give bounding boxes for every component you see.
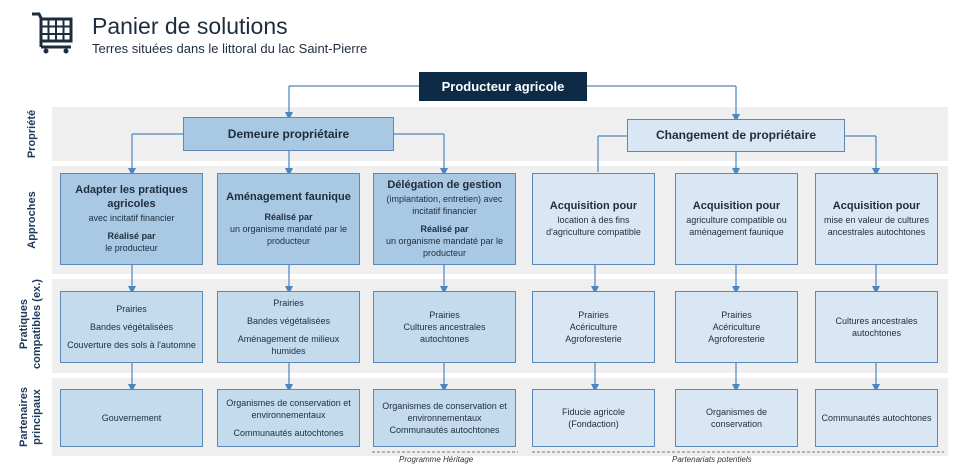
partners-col-3: Organismes de conservation et environnem…	[373, 389, 516, 447]
partners-col-2: Organismes de conservation et environnem…	[217, 389, 360, 447]
footer-partenariats-potentiels: Partenariats potentiels	[672, 455, 752, 464]
approach-amenagement-faunique: Aménagement faunique Réalisé par un orga…	[217, 173, 360, 265]
approach-adapter-pratiques: Adapter les pratiques agricoles avec inc…	[60, 173, 203, 265]
approach-acquisition-location: Acquisition pour location à des fins d'a…	[532, 173, 655, 265]
shopping-cart-icon	[32, 12, 73, 54]
producteur-agricole-node: Producteur agricole	[419, 72, 587, 101]
practices-col-5: Prairies Acériculture Agroforesterie	[675, 291, 798, 363]
partners-col-6: Communautés autochtones	[815, 389, 938, 447]
page-subtitle: Terres situées dans le littoral du lac S…	[92, 41, 368, 56]
practices-col-4: Prairies Acériculture Agroforesterie	[532, 291, 655, 363]
cart-icon-wrap	[30, 10, 78, 54]
practices-col-1: Prairies Bandes végétalisées Couverture …	[60, 291, 203, 363]
partners-col-1: Gouvernement	[60, 389, 203, 447]
practices-col-3: Prairies Cultures ancestrales autochtone…	[373, 291, 516, 363]
page-title: Panier de solutions	[92, 13, 288, 39]
approach-acquisition-cultures: Acquisition pour mise en valeur de cultu…	[815, 173, 938, 265]
practices-col-6: Cultures ancestrales autochtones	[815, 291, 938, 363]
demeure-proprietaire-node: Demeure propriétaire	[183, 117, 394, 151]
approach-acquisition-agriculture: Acquisition pour agriculture compatible …	[675, 173, 798, 265]
changement-proprietaire-node: Changement de propriétaire	[627, 119, 845, 152]
footer-programme-heritage: Programme Héritage	[399, 455, 474, 464]
partners-col-5: Organismes de conservation	[675, 389, 798, 447]
practices-col-2: Prairies Bandes végétalisées Aménagement…	[217, 291, 360, 363]
approach-delegation-gestion: Délégation de gestion (implantation, ent…	[373, 173, 516, 265]
partners-col-4: Fiducie agricole (Fondaction)	[532, 389, 655, 447]
